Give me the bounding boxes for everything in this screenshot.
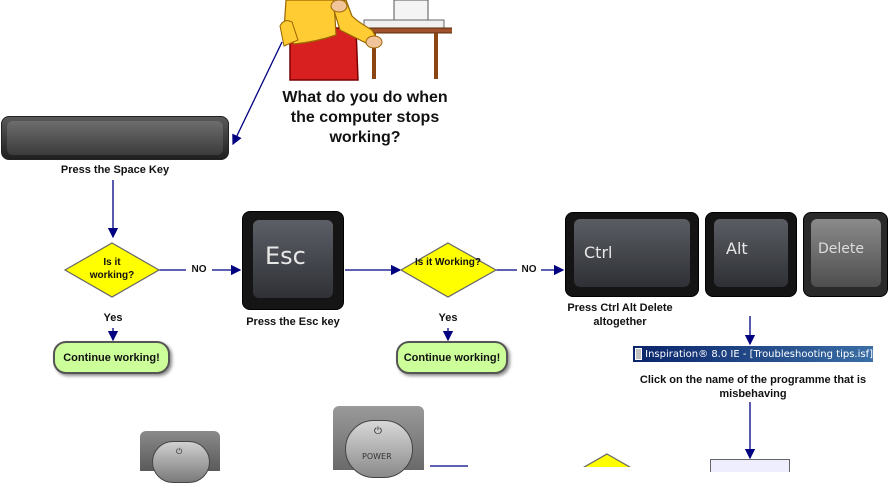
decision-1-result: Continue working! [53, 341, 170, 374]
decision-1-yes-label: Yes [103, 312, 123, 324]
decision-2-result: Continue working! [396, 341, 508, 374]
decision-2-text: Is it Working? [415, 257, 481, 268]
delete-key-image: Delete [803, 212, 888, 297]
programme-window-titlebar: Inspiration® 8.0 IE - [Troubleshooting t… [633, 346, 873, 362]
alt-key-label: Alt [726, 239, 748, 258]
power-button-large-image: ⏻ POWER [333, 406, 424, 478]
flow-connectors [63, 41, 756, 467]
delete-key-label: Delete [818, 241, 864, 257]
power-key-label: POWER [362, 452, 392, 461]
decision-diamond-1 [63, 242, 161, 298]
window-app-icon [635, 348, 643, 360]
ctrl-key-label: Ctrl [584, 243, 613, 262]
alt-key-image: Alt [705, 212, 797, 297]
power-icon-large: ⏻ [374, 426, 382, 437]
decision-diamond-3-partial [583, 453, 631, 467]
esc-key-caption: Press the Esc key [246, 316, 340, 328]
window-title-text: Inspiration® 8.0 IE - [Troubleshooting t… [645, 348, 873, 360]
esc-key-image: Esc [242, 211, 344, 310]
decision-1-text: Is it working? [89, 257, 135, 281]
decision-2-no-label: NO [517, 264, 541, 275]
space-key-caption: Press the Space Key [60, 164, 170, 176]
power-button-small-image: ⏻ [140, 431, 220, 483]
next-step-box-partial [710, 459, 790, 472]
arrow-cartoon-to-space [232, 41, 283, 146]
space-key-image [1, 116, 229, 160]
power-icon-small: ⏻ [176, 447, 183, 456]
cartoon-person-at-computer [276, 0, 457, 82]
decision-diamond-2 [399, 242, 498, 298]
decision-2-yes-label: Yes [438, 312, 458, 324]
ctrl-key-image: Ctrl [565, 212, 699, 297]
decision-1-no-label: NO [186, 264, 212, 275]
ctrl-alt-delete-caption: Press Ctrl Alt Delete altogether [567, 302, 673, 328]
question-title: What do you do when the computer stops w… [282, 89, 448, 146]
programme-caption: Click on the name of the programme that … [639, 374, 867, 400]
esc-key-label: Esc [265, 242, 306, 270]
